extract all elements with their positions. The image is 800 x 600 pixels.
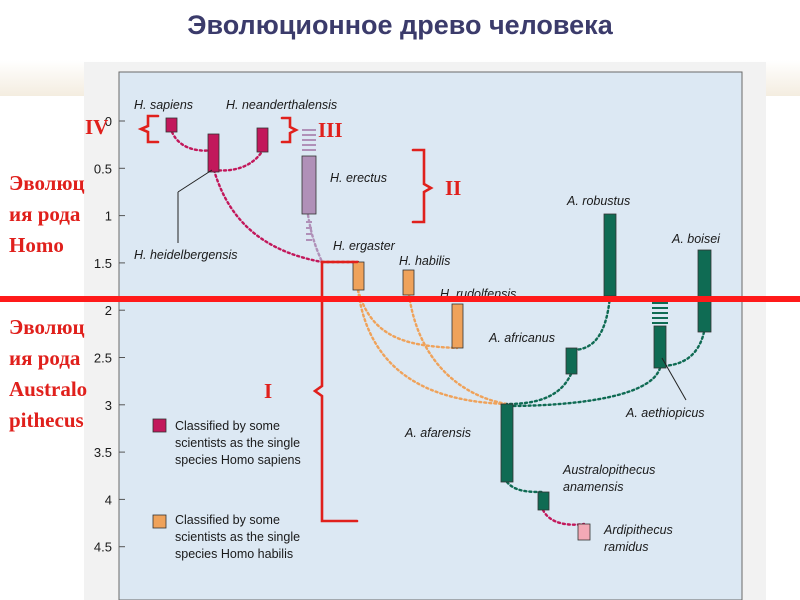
erectus-lower-extension	[306, 221, 312, 241]
slide-title: Эволюционное древо человека	[187, 10, 613, 40]
species-bars	[165, 117, 712, 541]
y-tick-label: 3	[105, 398, 112, 413]
y-tick-label: 4	[105, 492, 112, 507]
legend-swatch-habilis	[152, 514, 167, 529]
legend-habilis-line-2: scientists as the single	[175, 530, 300, 544]
bar-anamensis	[537, 491, 550, 511]
bar-rudolfensis	[451, 303, 464, 349]
bracket-IV	[137, 114, 160, 144]
heidelbergensis-pointer-diag	[177, 169, 213, 193]
legend-habilis-line-1: Classified by some	[175, 513, 280, 527]
africanus-connector	[505, 372, 573, 406]
label-anamensis-1: Australopithecus	[562, 463, 655, 477]
legend-sapiens-line-2: scientists as the single	[175, 436, 300, 450]
label-australo-line-2: ия рода	[9, 346, 81, 370]
label-australo-line-4: pithecus	[9, 408, 84, 432]
habilis-connector	[407, 293, 509, 406]
label-sapiens: H. sapiens	[134, 98, 193, 112]
aethiopicus-pointer	[661, 357, 687, 401]
roman-I: I	[264, 379, 272, 403]
red-annotations	[137, 114, 434, 523]
label-boisei: A. boisei	[671, 232, 721, 246]
bar-erectus	[301, 155, 317, 215]
label-heidelbergensis: H. heidelbergensis	[134, 248, 238, 262]
legend-swatch-sapiens	[152, 418, 167, 433]
roman-IV: IV	[85, 115, 108, 139]
heidelbergensis-connector	[212, 168, 324, 264]
bracket-I	[312, 260, 359, 523]
y-tick-label: 3.5	[94, 445, 112, 460]
label-neanderthalensis: H. neanderthalensis	[226, 98, 337, 112]
erectus-extension	[302, 129, 316, 151]
label-homo-line-2: ия рода	[9, 202, 81, 226]
bar-habilis	[402, 269, 415, 296]
y-tick-label: 0	[105, 114, 112, 129]
ergaster-connector	[356, 288, 509, 406]
y-axis: 0 0.5 1 1.5 2 2.5 3 3.5 4 4.5	[94, 114, 125, 555]
legend: Classified by some scientists as the sin…	[152, 418, 301, 561]
y-tick-label: 2.5	[94, 351, 112, 366]
legend-sapiens-line-3: species Homo sapiens	[175, 453, 301, 467]
label-afarensis: A. afarensis	[404, 426, 471, 440]
label-pointers	[177, 169, 687, 401]
label-robustus: A. robustus	[566, 194, 630, 208]
label-homo-evolution: Эволюц ия рода Homo	[9, 168, 85, 261]
erectus-connector	[306, 213, 324, 264]
aethiopicus-extension	[652, 302, 668, 324]
rudolfensis-connector	[356, 288, 459, 350]
label-australopithecus-evolution: Эволюц ия рода Australo pithecus	[9, 312, 87, 436]
label-africanus: A. africanus	[488, 331, 555, 345]
bar-afarensis	[500, 403, 514, 483]
bar-boisei	[697, 249, 712, 333]
y-tick-label: 4.5	[94, 540, 112, 555]
label-ardipithecus-1: Ardipithecus	[603, 523, 673, 537]
aethiopicus-connector	[505, 366, 662, 408]
bracket-III	[280, 116, 299, 144]
label-erectus: H. erectus	[330, 171, 387, 185]
label-ardipithecus-2: ramidus	[604, 540, 648, 554]
bar-neanderthalensis	[256, 127, 269, 153]
y-tick-label: 1.5	[94, 256, 112, 271]
legend-sapiens-line-1: Classified by some	[175, 419, 280, 433]
label-aethiopicus: A. aethiopicus	[625, 406, 705, 420]
bar-aethiopicus	[653, 325, 667, 369]
bar-heidelbergensis	[207, 133, 220, 173]
bar-ardipithecus	[577, 523, 591, 541]
label-homo-line-3: Homo	[9, 233, 64, 257]
y-tick-label: 2	[105, 303, 112, 318]
robustus-connector	[570, 294, 612, 352]
label-homo-line-1: Эволюц	[9, 171, 85, 195]
label-australo-line-1: Эволюц	[9, 315, 85, 339]
y-tick-label: 1	[105, 209, 112, 224]
label-habilis: H. habilis	[399, 254, 450, 268]
roman-III: III	[318, 118, 343, 142]
bar-sapiens	[165, 117, 178, 133]
bar-ergaster	[352, 261, 365, 291]
label-australo-line-3: Australo	[9, 377, 88, 401]
label-ergaster: H. ergaster	[333, 239, 396, 253]
label-anamensis-2: anamensis	[563, 480, 623, 494]
bar-robustus	[603, 213, 617, 297]
y-tick-label: 0.5	[94, 161, 112, 176]
legend-habilis-line-3: species Homo habilis	[175, 547, 293, 561]
bracket-II	[411, 148, 434, 224]
bar-africanus	[565, 347, 578, 375]
plot-area	[118, 71, 743, 600]
roman-II: II	[445, 176, 461, 200]
